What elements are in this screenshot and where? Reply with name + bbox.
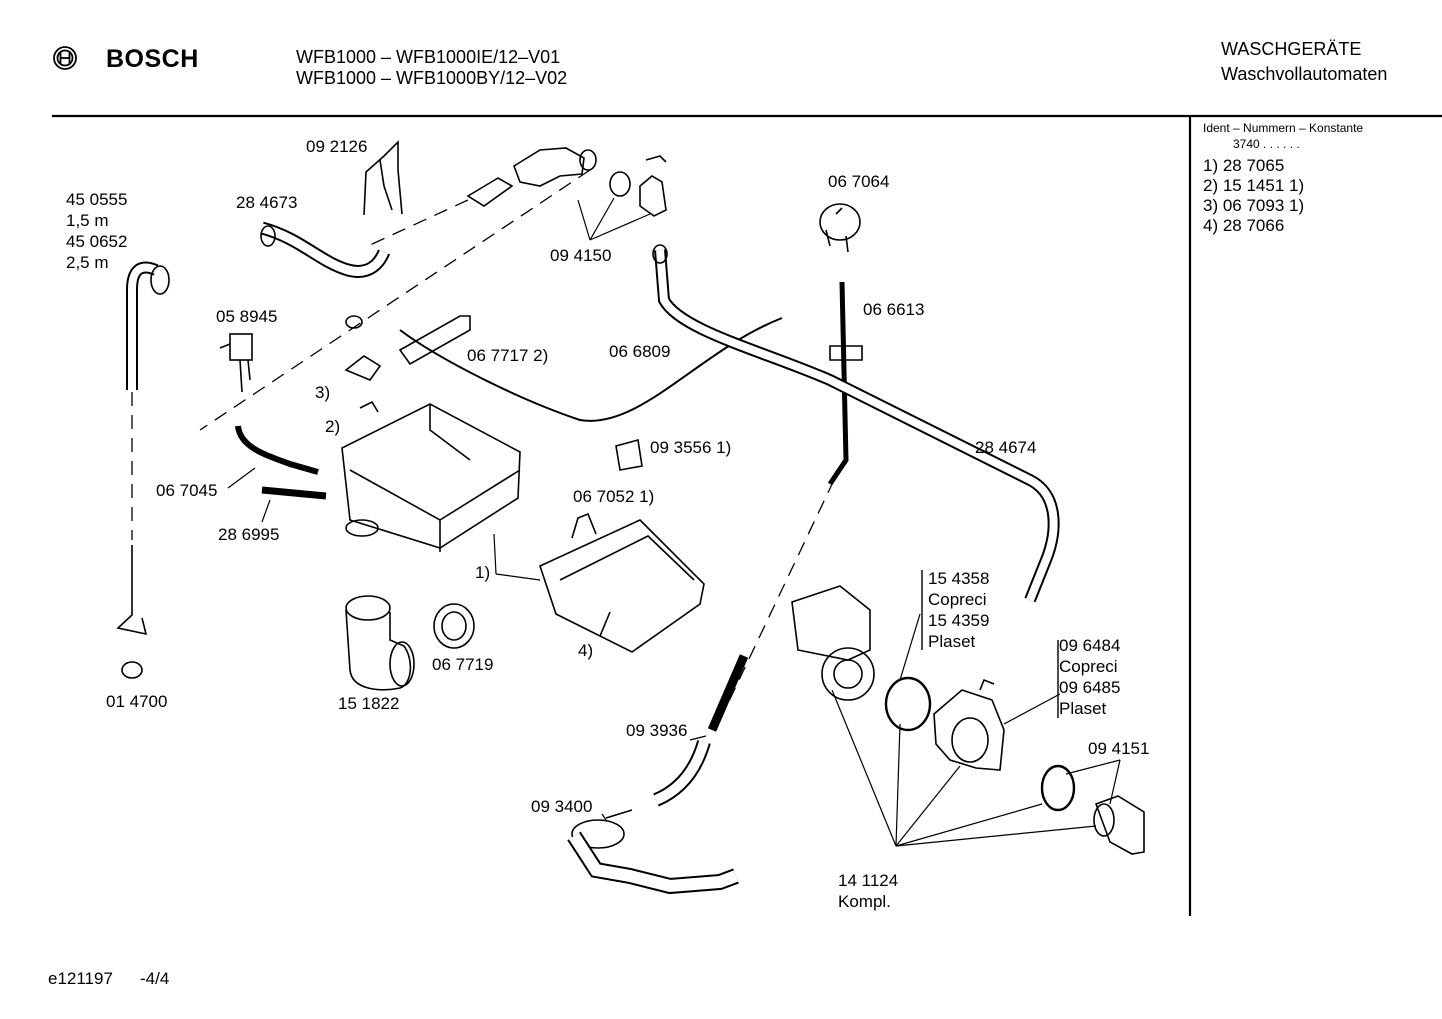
part-label-1: 1) [475,563,491,582]
ident-value: 3740 . . . . . . [1233,137,1300,151]
part-label-copreci-2: Copreci [1059,657,1118,676]
part-label-096484: 09 6484 [1059,636,1121,655]
clip-3-icon [344,355,382,381]
part-label-154358: 15 4358 [928,569,990,588]
hose-284673-icon [260,221,391,278]
siphon-cap-icon [571,512,597,539]
spring-2-icon [359,400,379,413]
small-hose-067045-icon [235,425,327,500]
part-label-plaset-2: Plaset [1059,699,1107,718]
leader-line-067045 [227,467,256,489]
bellows-151822-icon [345,595,415,691]
part-label-093400: 09 3400 [531,797,593,816]
part-label-284673: 28 4673 [236,193,298,212]
bosch-logo-icon [53,46,77,70]
part-label-093936: 09 3936 [626,721,688,740]
pressure-switch-067064-icon [819,203,861,253]
leader-line-1b [493,533,497,575]
stopper-014700-icon [121,661,143,679]
part-label-094150: 09 4150 [550,246,612,265]
washer-icon [345,315,363,329]
ident-title: Ident – Nummern – Konstante [1203,121,1364,135]
clip-093556-icon [615,438,643,471]
footer-page: -4/4 [140,969,170,988]
assembly-dash-lines [131,169,835,721]
part-label-014700: 01 4700 [106,692,168,711]
sidebar-item-4: 4) 28 7066 [1203,216,1285,235]
tube-093936-icon [653,654,749,807]
part-label-286995: 28 6995 [218,525,280,544]
part-label-067052: 06 7052 1) [573,487,655,506]
hose-connector-icon [466,147,667,217]
part-label-067717: 06 7717 2) [467,346,549,365]
leader-lines-141124 [831,613,1121,847]
detergent-drawer-icon [539,519,705,653]
footer-code: e121197 [48,969,113,988]
part-label-450652: 45 0652 [66,232,128,251]
valve-058945-icon [219,333,253,393]
oring-094151-icon [1040,764,1076,812]
part-label-copreci-1: Copreci [928,590,987,609]
leader-line-286995 [261,499,271,523]
part-label-096485: 09 6485 [1059,678,1121,697]
sidebar-item-2: 2) 15 1451 1) [1203,176,1305,195]
wire-066809-icon [399,317,783,422]
part-label-154359: 15 4359 [928,611,990,630]
tube-066613-icon [827,281,863,486]
leader-line-093400 [601,813,607,821]
part-label-2: 2) [325,417,341,436]
pump-cover-096484-icon [933,678,1005,771]
part-label-066809: 06 6809 [609,342,671,361]
part-label-067045: 06 7045 [156,481,218,500]
part-label-151822: 15 1822 [338,694,400,713]
seal-067719-icon [433,603,475,649]
part-label-094151: 09 4151 [1088,739,1150,758]
part-label-141124: 14 1124 [838,871,899,890]
oring-154358-icon [884,676,932,732]
brand-name: BOSCH [106,45,199,73]
part-label-450555: 45 0555 [66,190,128,209]
sidebar-item-3: 3) 06 7093 1) [1203,196,1305,215]
model-line-2: WFB1000 – WFB1000BY/12–V02 [296,68,568,88]
part-label-plaset-1: Plaset [928,632,976,651]
leader-line-1 [495,573,541,581]
seal-067719-inner [441,611,467,641]
part-label-066613: 06 6613 [863,300,925,319]
category-title: WASCHGERÄTE [1221,39,1362,59]
leader-line-093936 [689,735,707,741]
leader-lines-094150 [577,197,651,241]
model-line-1: WFB1000 – WFB1000IE/12–V01 [296,47,561,67]
part-label-3: 3) [315,383,331,402]
category-subtitle: Waschvollautomaten [1221,64,1388,84]
sidebar-item-1: 1) 28 7065 [1203,156,1285,175]
filter-094151-icon [1093,795,1145,855]
part-label-284674: 28 4674 [975,438,1037,457]
sump-hose-093400-icon [567,809,739,895]
part-label-092126: 09 2126 [306,137,368,156]
drain-pump-icon [791,585,875,701]
hose-284674-icon [652,244,1060,603]
part-label-067064: 06 7064 [828,172,890,191]
bracket-067717-icon [398,315,471,366]
part-label-067719: 06 7719 [432,655,494,674]
part-label-093556: 09 3556 1) [650,438,732,457]
part-label-25m: 2,5 m [66,253,109,272]
part-label-4: 4) [578,641,594,660]
clamp-092126-icon [363,140,403,216]
part-label-15m: 1,5 m [66,211,109,230]
dispenser-housing-icon [341,403,521,552]
part-label-kompl: Kompl. [838,892,891,911]
part-label-058945: 05 8945 [216,307,278,326]
drain-hose-450555-icon [116,261,170,636]
